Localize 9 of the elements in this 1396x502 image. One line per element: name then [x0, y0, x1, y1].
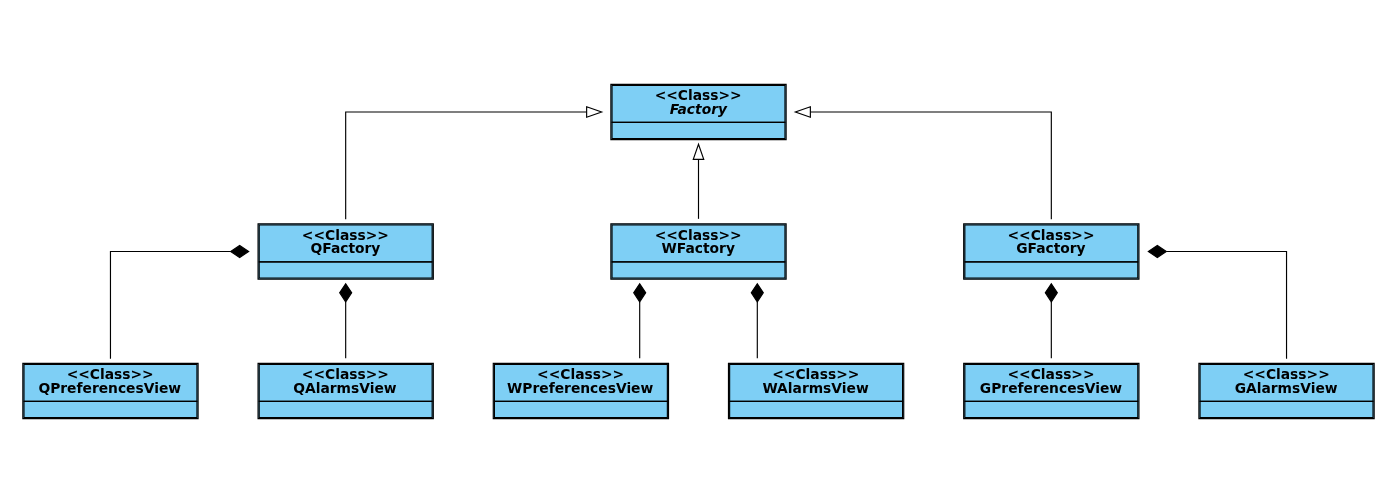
connector: [1146, 244, 1287, 359]
arrow: [793, 105, 1052, 220]
connector: [632, 282, 646, 359]
connector: [109, 244, 250, 359]
connector: [750, 282, 764, 359]
connector: [338, 282, 352, 359]
connector: [1044, 282, 1058, 359]
arrow: [691, 142, 705, 219]
arrow: [344, 105, 603, 220]
